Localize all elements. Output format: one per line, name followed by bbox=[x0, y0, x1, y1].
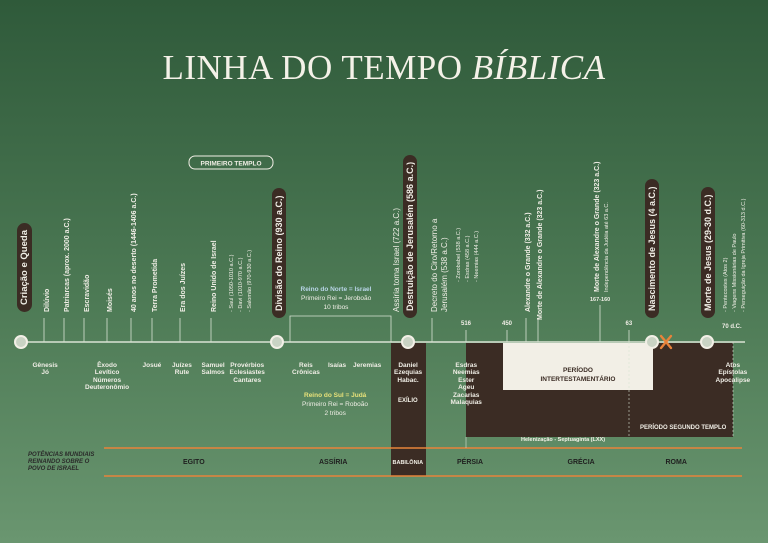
label-4: 450 bbox=[502, 321, 513, 327]
label-5: 167-160 bbox=[590, 297, 611, 303]
label-19: Esdras Neemias Ester Ageu Zacarias Malaq… bbox=[450, 362, 482, 407]
label-30: GRÉCIA bbox=[567, 459, 595, 466]
node-criacao bbox=[14, 335, 28, 349]
timeline-ticks bbox=[43, 305, 630, 342]
exile-column bbox=[391, 343, 426, 476]
label-25: Helenização - Septuaginta (LXX) bbox=[521, 437, 606, 443]
node-nascimento bbox=[645, 335, 659, 349]
label-2: 10 tribos bbox=[323, 304, 349, 311]
label-27: ASSÍRIA bbox=[319, 459, 348, 466]
event-label-9: - Saul (1050-1010 a.C.) bbox=[229, 254, 235, 312]
event-label-15: Decreto do Ciro/Retorno a bbox=[429, 218, 439, 312]
event-label-27: - Viagens Missionárias de Paulo bbox=[732, 233, 738, 312]
label-0: Reino do Norte = Israel bbox=[300, 286, 372, 293]
event-label-23: Independência da Judéia até 63 a.C. bbox=[604, 202, 610, 292]
title-emphasis: BÍBLICA bbox=[471, 48, 606, 87]
label-1: Primeiro Rei = Jeroboão bbox=[301, 295, 372, 302]
label-16: Jeremias bbox=[353, 362, 382, 369]
timeline-nodes bbox=[14, 335, 714, 349]
label-11: Juízes Rute bbox=[172, 362, 192, 377]
event-label-17: - Zorobabel (538 a.C.) bbox=[456, 227, 462, 282]
label-18: EXÍLIO bbox=[398, 398, 418, 404]
event-label-6: Terra Prometida bbox=[151, 258, 159, 312]
label-22: 2 tribos bbox=[324, 410, 346, 417]
node-destruicao bbox=[401, 335, 415, 349]
event-label-16: Jerusalém (538 a.C.) bbox=[439, 237, 449, 312]
intertestamental-label-2: INTERTESTAMENTÁRIO bbox=[541, 374, 616, 383]
primeiro-templo-badge-box bbox=[188, 155, 274, 170]
label-23: Atos Epístolas Apocalipse bbox=[715, 362, 751, 384]
intertestamental-label-1: PERÍODO bbox=[563, 365, 593, 374]
cross-icon bbox=[659, 334, 673, 350]
node-morte bbox=[700, 335, 714, 349]
label-17: Daniel Ezequias Habac. bbox=[394, 362, 423, 384]
world-powers-caption: POTÊNCIAS MUNDIAIS REINANDO SOBRE O POVO… bbox=[28, 452, 95, 473]
event-label-20: Alexandre o Grande (332 a.C.) bbox=[524, 212, 532, 312]
event-label-14: Destruição de Jerusalém (586 a.C.) bbox=[403, 154, 417, 318]
event-label-5: 40 anos no deserto (1446-1406 a.C.) bbox=[130, 193, 138, 312]
divided-kingdom-bracket bbox=[289, 315, 392, 342]
label-13: Provérbios Eclesiastes Cantares bbox=[229, 362, 265, 384]
event-label-25: Morte de Jesus (29-30 d.C.) bbox=[701, 187, 715, 318]
event-label-21: Morte de Alexandre o Grande (323 a.C.) bbox=[536, 189, 544, 320]
event-label-1: Dilúvio bbox=[43, 288, 51, 312]
page-title: LINHA DO TEMPO BÍBLICA bbox=[0, 48, 768, 88]
node-divisao bbox=[270, 335, 284, 349]
event-label-24: Nascimento de Jesus (4 a.C.) bbox=[645, 179, 659, 318]
label-7: 70 d.C. bbox=[722, 324, 742, 330]
event-label-8: Reino Unido de Israel bbox=[210, 240, 218, 312]
event-label-12: Divisão do Reino (930 a.C.) bbox=[272, 188, 286, 318]
label-24: PERÍODO SEGUNDO TEMPLO bbox=[640, 425, 727, 431]
event-label-0: Criação e Queda bbox=[16, 223, 32, 312]
event-label-3: Escravidão bbox=[83, 274, 91, 312]
label-26: EGITO bbox=[183, 459, 205, 466]
event-label-11: - Salomão (970-930 a.C.) bbox=[247, 249, 253, 312]
label-15: Isaías bbox=[328, 362, 347, 369]
event-label-26: - Pentecostes (Atos 2) bbox=[723, 257, 729, 312]
event-label-18: - Esdras (458 a.C.) bbox=[465, 235, 471, 282]
label-3: 516 bbox=[461, 321, 472, 327]
event-label-22: Morte de Alexandre o Grande (323 a.C.) bbox=[593, 161, 601, 292]
event-label-19: - Neemias (444 a.C.) bbox=[474, 230, 480, 282]
title-main: LINHA DO TEMPO bbox=[162, 48, 463, 87]
label-29: PÉRSIA bbox=[457, 459, 484, 466]
label-20: Reino do Sul = Judá bbox=[304, 392, 367, 399]
event-label-28: - Perseguição da Igreja Primitiva (60-31… bbox=[741, 198, 747, 312]
event-label-13: Assíria toma Israel (722 a.C.) bbox=[391, 207, 401, 312]
event-label-4: Moisés bbox=[106, 288, 114, 312]
label-28: BABILÔNIA bbox=[392, 460, 424, 466]
primeiro-templo-badge: PRIMEIRO TEMPLO bbox=[200, 161, 261, 168]
label-10: Josué bbox=[142, 362, 162, 369]
event-label-7: Era dos Juízes bbox=[179, 262, 187, 312]
intertestamental-line-2: INTERTESTAMENTÁRIO bbox=[541, 374, 616, 383]
label-6: 63 bbox=[625, 321, 633, 327]
label-8: Gênesis Jó bbox=[32, 362, 58, 377]
intertestamental-box bbox=[503, 343, 653, 390]
event-label-10: - Davi (1010-970 a.C.) bbox=[238, 257, 244, 312]
label-31: ROMA bbox=[665, 459, 687, 466]
label-14: Reis Crônicas bbox=[292, 362, 320, 377]
event-label-2: Patriarcas (aprox. 2000 a.C.) bbox=[63, 218, 71, 312]
intertestamental-line-1: PERÍODO bbox=[563, 365, 593, 374]
label-9: Êxodo Levítico Números Deuteronômio bbox=[85, 362, 130, 392]
label-12: Samuel Salmos bbox=[201, 362, 225, 377]
label-21: Primeiro Rei = Roboão bbox=[302, 401, 368, 408]
